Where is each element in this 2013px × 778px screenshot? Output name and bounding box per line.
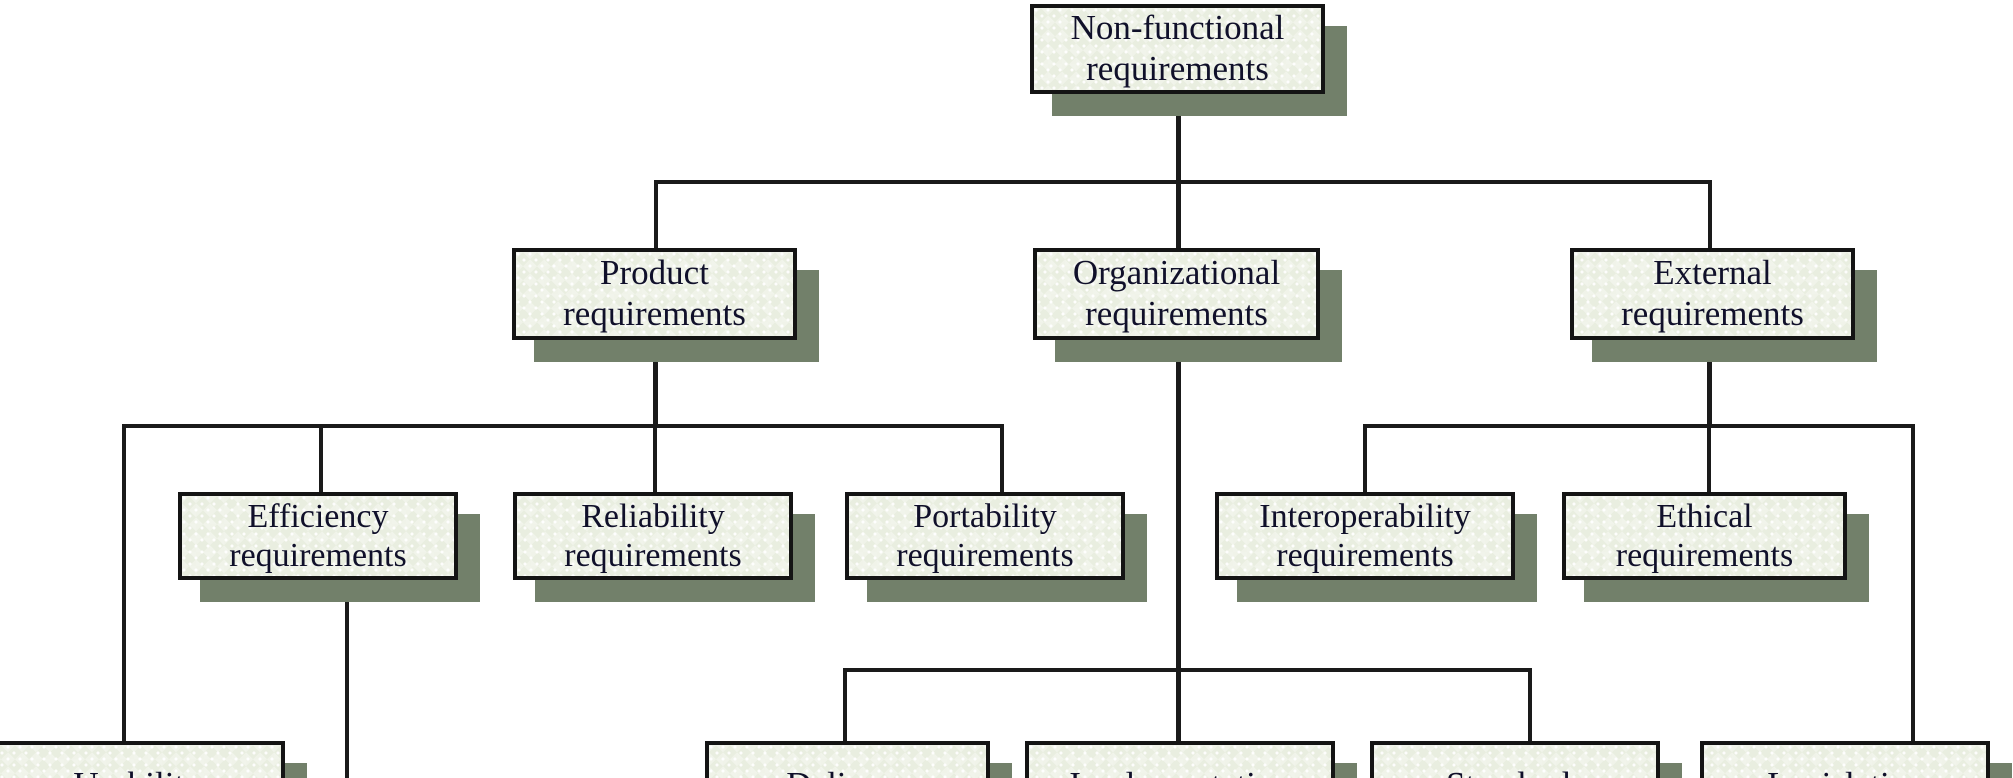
node-reliability-requirements[interactable]: Reliability requirements <box>513 492 815 602</box>
connector-product-bus <box>122 424 1004 428</box>
connector-drop-portability <box>1000 424 1004 492</box>
connector-drop-product <box>654 180 658 248</box>
node-label-line1: Standards <box>1446 765 1584 778</box>
node-label-line1: Delivery <box>786 765 908 778</box>
node-label-line1: Legislative <box>1767 765 1923 778</box>
node-face: Portability requirements <box>845 492 1125 580</box>
connector-drop-implementation <box>1176 668 1181 741</box>
node-label-line1: Ethical <box>1656 497 1753 535</box>
node-label-line1: External <box>1653 253 1772 293</box>
node-legislative[interactable]: Legislative <box>1700 741 2012 778</box>
node-ethical-requirements[interactable]: Ethical requirements <box>1562 492 1869 602</box>
node-face: External requirements <box>1570 248 1855 340</box>
node-label-line2: requirements <box>1621 294 1804 333</box>
node-product-requirements[interactable]: Product requirements <box>512 248 819 362</box>
node-external-requirements[interactable]: External requirements <box>1570 248 1877 362</box>
node-standards[interactable]: Standards <box>1370 741 1682 778</box>
connector-external-bus <box>1363 424 1915 428</box>
node-label-line2: requirements <box>229 537 407 574</box>
connector-drop-organizational <box>1176 180 1181 248</box>
connector-level2-bus <box>655 180 1712 184</box>
node-label-line2: requirements <box>1276 537 1454 574</box>
node-efficiency-requirements[interactable]: Efficiency requirements <box>178 492 480 602</box>
connector-drop-efficiency <box>319 424 323 492</box>
node-label-line2: requirements <box>1085 294 1268 333</box>
node-implementation[interactable]: Implementation <box>1025 741 1357 778</box>
connector-efficiency-stem <box>345 600 349 778</box>
node-face: Organizational requirements <box>1033 248 1320 340</box>
node-portability-requirements[interactable]: Portability requirements <box>845 492 1147 602</box>
node-face: Ethical requirements <box>1562 492 1847 580</box>
node-label-line1: Non-functional <box>1070 8 1285 48</box>
node-label-line1: Usability <box>73 765 201 778</box>
node-face: Interoperability requirements <box>1215 492 1515 580</box>
node-label-line1: Reliability <box>581 497 725 535</box>
node-face: Legislative <box>1700 741 1990 778</box>
connector-drop-external <box>1708 180 1712 248</box>
node-label-line1: Interoperability <box>1259 497 1471 535</box>
node-face: Efficiency requirements <box>178 492 458 580</box>
connector-rail-usability <box>122 424 126 741</box>
node-label-line1: Implementation <box>1069 765 1291 778</box>
connector-drop-reliability <box>653 424 657 492</box>
connector-organizational-stem <box>1176 340 1181 672</box>
node-usability[interactable]: Usability <box>0 741 307 778</box>
node-label-line2: requirements <box>563 294 746 333</box>
connector-root-stem <box>1176 92 1181 182</box>
node-label-line1: Product <box>600 253 709 293</box>
node-face: Non-functional requirements <box>1030 4 1325 94</box>
node-face: Product requirements <box>512 248 797 340</box>
node-face: Standards <box>1370 741 1660 778</box>
connector-drop-delivery <box>843 668 847 741</box>
connector-product-stem <box>653 340 658 427</box>
node-label-line2: requirements <box>564 537 742 574</box>
connector-drop-ethical <box>1707 424 1711 492</box>
node-label-line1: Organizational <box>1072 253 1281 293</box>
node-label-line2: requirements <box>896 537 1074 574</box>
node-label-line2: requirements <box>1615 537 1794 574</box>
node-label-line2: requirements <box>1086 49 1269 88</box>
node-face: Reliability requirements <box>513 492 793 580</box>
node-interoperability-requirements[interactable]: Interoperability requirements <box>1215 492 1537 602</box>
connector-organizational-bus <box>843 668 1531 672</box>
connector-external-stem <box>1707 340 1712 427</box>
connector-rail-legislative <box>1911 424 1915 741</box>
node-face: Usability <box>0 741 285 778</box>
node-organizational-requirements[interactable]: Organizational requirements <box>1033 248 1342 362</box>
node-delivery[interactable]: Delivery <box>705 741 1012 778</box>
node-face: Delivery <box>705 741 990 778</box>
connector-drop-interoperability <box>1363 424 1367 492</box>
connector-drop-standards <box>1528 668 1532 741</box>
node-face: Implementation <box>1025 741 1335 778</box>
node-label-line1: Efficiency <box>247 497 389 535</box>
node-label-line1: Portability <box>913 497 1057 535</box>
node-non-functional-requirements[interactable]: Non-functional requirements <box>1030 4 1347 116</box>
